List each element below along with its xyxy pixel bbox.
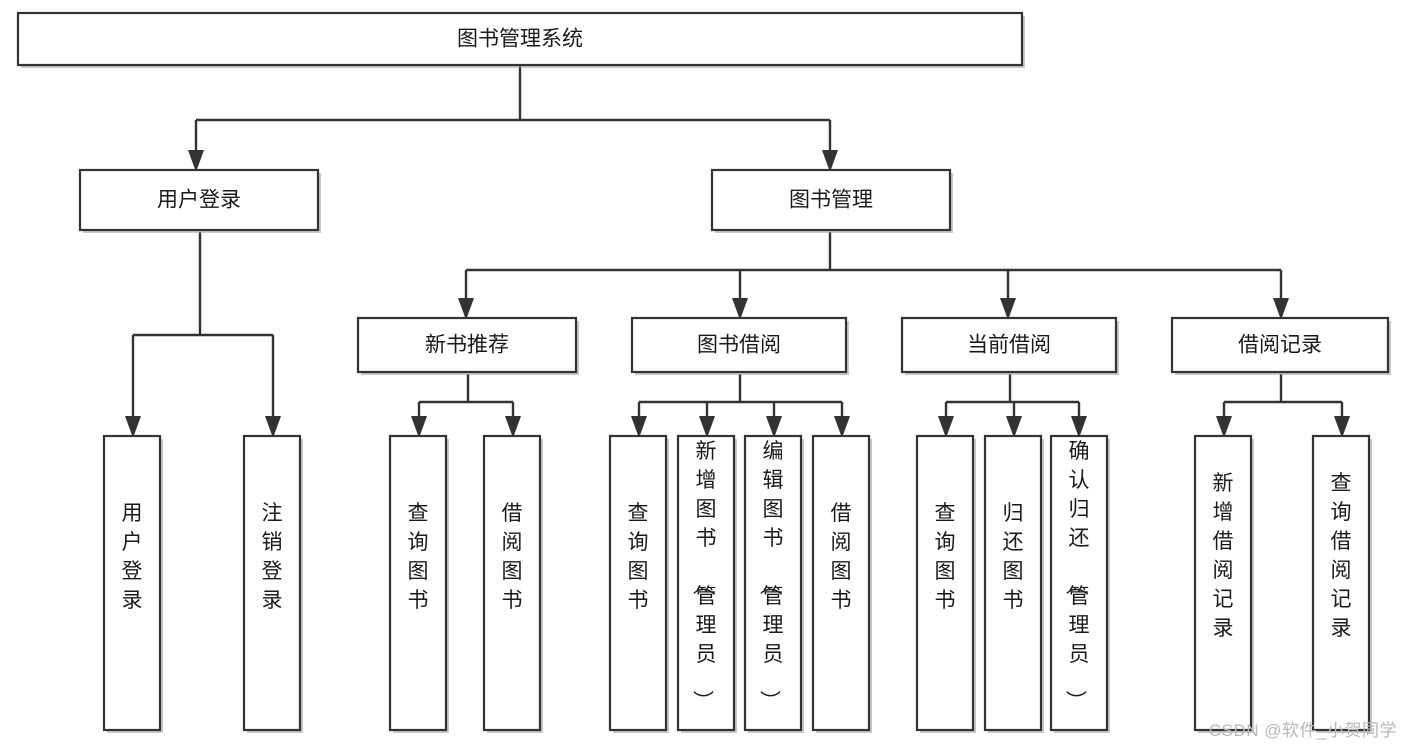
arrow-icon bbox=[125, 416, 141, 438]
arrow-icon bbox=[1334, 416, 1350, 438]
node-book-management[interactable]: 图书管理 bbox=[710, 168, 953, 233]
node-book-borrow[interactable]: 图书借阅 bbox=[630, 316, 849, 375]
node-user-login-label: 用户登录 bbox=[157, 189, 241, 212]
connector-group-borrow-record bbox=[1216, 374, 1350, 438]
arrow-icon bbox=[1006, 416, 1022, 438]
node-leaf-borrow-book-1-label: 借阅图书 bbox=[502, 502, 523, 612]
node-leaf-confirm-return-label: 确认归还（管理员） bbox=[1064, 440, 1090, 711]
node-leaf-query-record[interactable]: 查询借阅记录 bbox=[1311, 434, 1372, 733]
node-user-login[interactable]: 用户登录 bbox=[78, 168, 321, 233]
arrow-icon bbox=[822, 150, 838, 172]
node-borrow-record-label: 借阅记录 bbox=[1238, 334, 1322, 357]
node-leaf-confirm-return[interactable]: 确认归还（管理员） bbox=[1049, 434, 1110, 733]
node-leaf-borrow-book-2-label: 借阅图书 bbox=[831, 502, 852, 612]
arrow-icon bbox=[458, 298, 474, 320]
connector-group-new-book-recommend bbox=[411, 374, 521, 438]
connector-group-user-login bbox=[125, 232, 281, 438]
arrow-icon bbox=[631, 416, 647, 438]
node-leaf-add-record-label: 新增借阅记录 bbox=[1213, 472, 1234, 640]
node-book-management-label: 图书管理 bbox=[789, 189, 873, 212]
node-leaf-logout-login[interactable]: 注销登录 bbox=[242, 434, 303, 733]
connector-group-book-borrow bbox=[631, 374, 850, 438]
node-leaf-add-record[interactable]: 新增借阅记录 bbox=[1193, 434, 1254, 733]
node-new-book-recommend[interactable]: 新书推荐 bbox=[356, 316, 579, 375]
arrow-icon bbox=[834, 416, 850, 438]
node-leaf-add-book-label: 新增图书（管理员） bbox=[691, 440, 717, 711]
node-leaf-query-record-label: 查询借阅记录 bbox=[1331, 472, 1352, 640]
arrow-icon bbox=[265, 416, 281, 438]
node-leaf-logout-login-label: 注销登录 bbox=[262, 502, 283, 612]
connector-group-book-management bbox=[458, 232, 1289, 320]
connector-group-current-borrow bbox=[938, 374, 1087, 438]
connector-group-root bbox=[188, 65, 838, 172]
arrow-icon bbox=[1216, 416, 1232, 438]
node-borrow-record[interactable]: 借阅记录 bbox=[1170, 316, 1391, 375]
arrow-icon bbox=[1000, 298, 1016, 320]
node-book-borrow-label: 图书借阅 bbox=[697, 334, 781, 357]
node-root[interactable]: 图书管理系统 bbox=[16, 11, 1025, 68]
arrow-icon bbox=[1071, 416, 1087, 438]
node-leaf-add-book[interactable]: 新增图书（管理员） bbox=[676, 434, 737, 733]
node-leaf-query-book-1-label: 查询图书 bbox=[408, 502, 429, 612]
node-leaf-query-book-2[interactable]: 查询图书 bbox=[608, 434, 669, 733]
node-leaf-user-login-label: 用户登录 bbox=[122, 502, 143, 612]
arrow-icon bbox=[699, 416, 715, 438]
arrow-icon bbox=[1273, 298, 1289, 320]
node-leaf-query-book-1[interactable]: 查询图书 bbox=[388, 434, 449, 733]
node-leaf-query-book-3-label: 查询图书 bbox=[935, 502, 956, 612]
node-leaf-borrow-book-1[interactable]: 借阅图书 bbox=[482, 434, 543, 733]
node-new-book-recommend-label: 新书推荐 bbox=[425, 334, 509, 357]
node-leaf-query-book-2-label: 查询图书 bbox=[628, 502, 649, 612]
node-root-label: 图书管理系统 bbox=[457, 28, 583, 51]
node-leaf-return-book[interactable]: 归还图书 bbox=[983, 434, 1044, 733]
node-leaf-user-login[interactable]: 用户登录 bbox=[102, 434, 163, 733]
arrow-icon bbox=[732, 298, 748, 320]
node-leaf-borrow-book-2[interactable]: 借阅图书 bbox=[811, 434, 872, 733]
node-current-borrow[interactable]: 当前借阅 bbox=[900, 316, 1119, 375]
node-current-borrow-label: 当前借阅 bbox=[967, 334, 1051, 357]
node-leaf-return-book-label: 归还图书 bbox=[1003, 502, 1024, 612]
arrow-icon bbox=[188, 150, 204, 172]
node-leaf-edit-book[interactable]: 编辑图书（管理员） bbox=[743, 434, 804, 733]
arrow-icon bbox=[938, 416, 954, 438]
arrow-icon bbox=[505, 416, 521, 438]
arrow-icon bbox=[411, 416, 427, 438]
node-leaf-edit-book-label: 编辑图书（管理员） bbox=[758, 440, 784, 711]
arrow-icon bbox=[766, 416, 782, 438]
node-leaf-query-book-3[interactable]: 查询图书 bbox=[915, 434, 976, 733]
